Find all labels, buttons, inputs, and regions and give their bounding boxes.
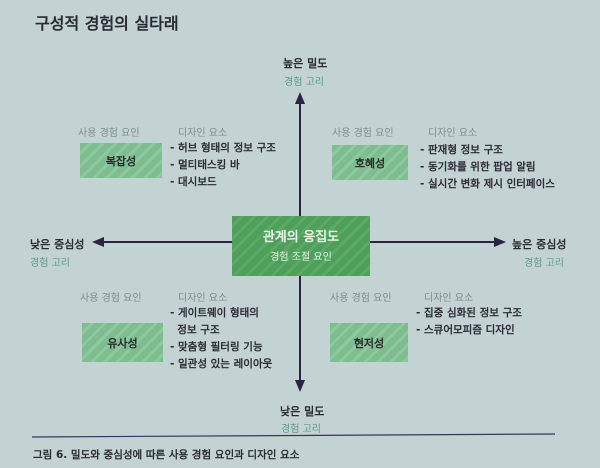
arrow-down-icon (295, 380, 305, 392)
list-item: - 스큐어모피즘 디자인 (416, 324, 515, 336)
list-item: - 멀티태스킹 바 (170, 159, 240, 171)
top-axis-label: 높은 밀도 (283, 57, 328, 70)
factor-box: 현저성 (330, 323, 408, 362)
list-item: - 허브 형태의 정보 구조 (170, 142, 276, 154)
design-list: - 판재형 정보 구조 - 동기화를 위한 팝업 알림 - 실시간 변화 제시 인터… (420, 142, 555, 193)
list-item: - 대시보드 (170, 176, 217, 188)
list-item: - 동기화를 위한 팝업 알림 (420, 161, 536, 173)
arrow-up-icon (295, 92, 305, 104)
list-item: - 집중 심화된 정보 구조 (416, 307, 522, 319)
design-list: - 허브 형태의 정보 구조 - 멀티태스킹 바 - 대시보드 (170, 140, 276, 191)
list-item: - 실시간 변화 제시 인터페이스 (420, 178, 555, 190)
bottom-axis-label: 낮은 밀도 (280, 405, 325, 418)
factor-header: 사용 경험 요인 (78, 128, 140, 139)
left-axis-sub: 경험 고리 (30, 258, 70, 269)
design-header: 디자인 요소 (424, 293, 474, 304)
list-item: - 맞춤형 필터링 기능 (170, 341, 263, 353)
list-item: - 게이트웨이 형태의 (170, 307, 259, 319)
factor-header: 사용 경험 요인 (332, 128, 394, 139)
left-axis-label: 낮은 중심성 (30, 238, 85, 251)
design-header: 디자인 요소 (428, 128, 478, 139)
list-item: 정보 구조 (170, 324, 220, 336)
list-item: - 판재형 정보 구조 (420, 144, 503, 156)
design-header: 디자인 요소 (178, 293, 228, 304)
right-axis-label: 높은 중심성 (512, 238, 567, 251)
center-sub: 경험 조절 요인 (270, 252, 332, 263)
figure-caption: 그림 6. 밀도와 중심성에 따른 사용 경험 요인과 디자인 요소 (33, 449, 300, 461)
factor-header: 사용 경험 요인 (330, 293, 392, 304)
list-item: - 일관성 있는 레이아웃 (170, 358, 273, 370)
page-title: 구성적 경험의 실타래 (35, 14, 179, 33)
arrow-left-icon (92, 237, 104, 247)
arrow-right-icon (494, 237, 506, 247)
design-header: 디자인 요소 (178, 128, 228, 139)
bottom-axis-sub: 경험 고리 (281, 424, 321, 435)
factor-box: 복잡성 (80, 143, 162, 178)
right-axis-sub: 경험 고리 (524, 258, 564, 269)
factor-box: 호혜성 (332, 145, 408, 180)
top-axis-sub: 경험 고리 (284, 77, 324, 88)
center-box: 관계의 응집도 경험 조절 요인 (232, 216, 370, 276)
caption-rule (31, 433, 556, 438)
factor-header: 사용 경험 요인 (80, 293, 142, 304)
factor-box: 유사성 (82, 323, 163, 362)
design-list: - 집중 심화된 정보 구조 - 스큐어모피즘 디자인 (416, 305, 522, 339)
center-label: 관계의 응집도 (262, 230, 340, 245)
design-list: - 게이트웨이 형태의 정보 구조 - 맞춤형 필터링 기능 - 일관성 있는 레이… (170, 305, 272, 373)
